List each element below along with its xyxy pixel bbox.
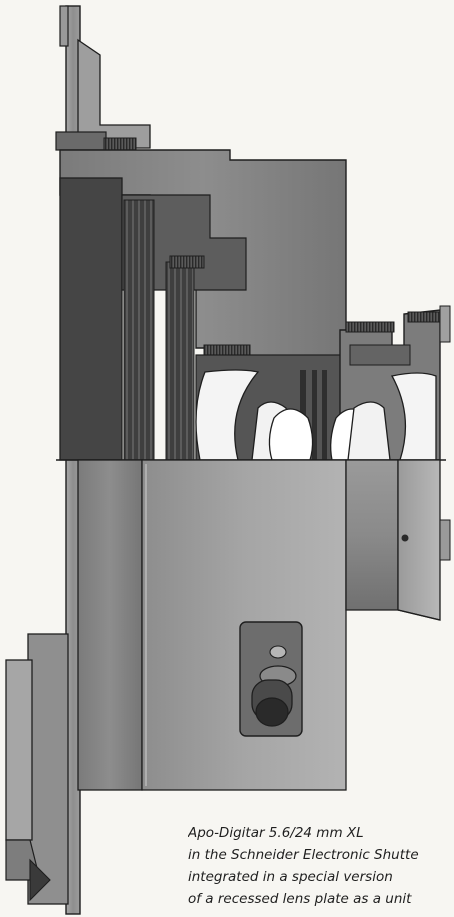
front-barrel-exterior <box>345 459 451 621</box>
cable-socket <box>239 621 303 737</box>
shutter-housing-exterior <box>77 459 347 791</box>
caption-line-3: integrated in a special version <box>188 869 393 885</box>
caption-line-4: of a recessed lens plate as a unit <box>188 891 412 907</box>
figure-caption: Apo-Digitar 5.6/24 mm XL in the Schneide… <box>188 822 454 910</box>
retaining-ring <box>55 131 137 151</box>
rear-mount <box>5 633 69 905</box>
caption-line-2: in the Schneider Electronic Shutte <box>188 847 419 863</box>
lens-elements <box>195 369 437 461</box>
caption-line-1: Apo-Digitar 5.6/24 mm XL <box>188 825 364 841</box>
set-screw <box>401 534 409 542</box>
